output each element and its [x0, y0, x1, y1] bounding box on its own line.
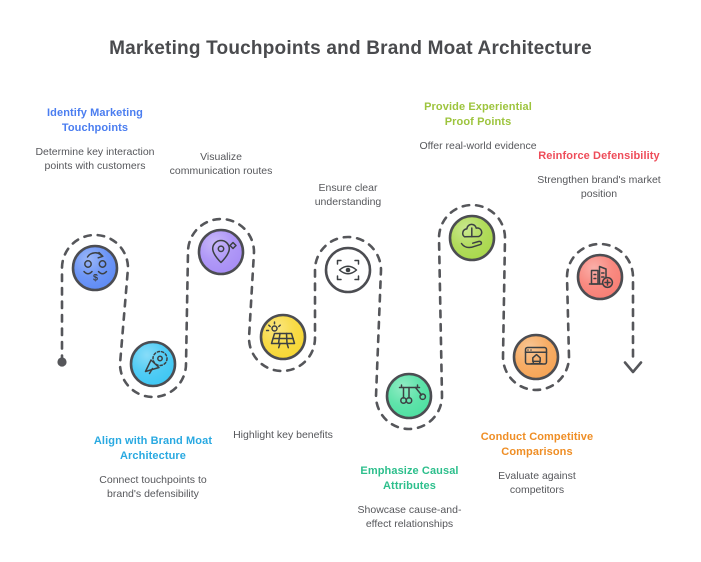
- step-text-visualize-routes: Visualize communication routes: [165, 150, 277, 179]
- step-text-proof-points: Provide Experiential Proof Points Offer …: [412, 100, 544, 153]
- node-align-brand-moat: [129, 340, 177, 388]
- step-text-highlight-benefits: Highlight key benefits: [227, 428, 339, 442]
- location-pin-icon: [211, 239, 237, 264]
- node-proof-points: [448, 214, 496, 262]
- step-text-ensure-understanding: Ensure clear understanding: [289, 181, 407, 210]
- node-reinforce-defensibility: [576, 253, 624, 301]
- step-text-reinforce-defensibility: Reinforce Defensibility Strengthen brand…: [536, 149, 662, 202]
- step-description: Visualize communication routes: [169, 151, 273, 178]
- step-text-emphasize-causal: Emphasize Causal Attributes Showcase cau…: [347, 464, 472, 532]
- node-visualize-routes: [197, 228, 245, 276]
- flow-path: [60, 203, 635, 431]
- browser-award-icon: [524, 346, 548, 365]
- step-text-identify-touchpoints: Identify Marketing Touchpoints Determine…: [30, 106, 160, 174]
- flow-end-arrow-icon: [623, 361, 643, 374]
- step-description: Showcase cause-and-effect relationships: [357, 503, 462, 531]
- node-identify-touchpoints: $: [71, 244, 119, 292]
- flow-start-dot: [57, 357, 67, 367]
- eye-scan-icon: [336, 259, 360, 281]
- step-description: Ensure clear understanding: [314, 182, 382, 209]
- step-description: Strengthen brand's market position: [537, 173, 661, 201]
- node-ensure-understanding: [324, 246, 372, 294]
- step-description: Highlight key benefits: [233, 429, 333, 441]
- node-emphasize-causal: [385, 372, 433, 420]
- solar-panel-icon: [265, 321, 296, 349]
- step-label: Conduct Competitive Comparisons: [480, 431, 594, 458]
- node-competitive-comparisons: [512, 333, 560, 381]
- step-label: Emphasize Causal Attributes: [360, 465, 459, 492]
- buildings-shield-icon: [588, 265, 614, 289]
- step-label: Align with Brand Moat Architecture: [93, 435, 213, 462]
- newtons-cradle-icon: [398, 384, 427, 404]
- svg-text:$: $: [93, 273, 98, 283]
- step-description: Offer real-world evidence: [419, 139, 537, 152]
- step-description: Determine key interaction points with cu…: [35, 145, 155, 173]
- step-description: Evaluate against competitors: [498, 469, 576, 497]
- step-description: Connect touchpoints to brand's defensibi…: [99, 473, 207, 501]
- step-label: Reinforce Defensibility: [538, 150, 660, 162]
- megaphone-gear-icon: [144, 350, 168, 375]
- step-text-competitive-comparisons: Conduct Competitive Comparisons Evaluate…: [474, 430, 600, 498]
- node-highlight-benefits: [259, 313, 307, 361]
- page-title: Marketing Touchpoints and Brand Moat Arc…: [109, 38, 592, 59]
- hand-brain-icon: [460, 223, 483, 249]
- step-text-align-brand-moat: Align with Brand Moat Architecture Conne…: [88, 434, 218, 502]
- customer-exchange-icon: $: [83, 251, 108, 283]
- step-label: Provide Experiential Proof Points: [424, 101, 532, 128]
- step-label: Identify Marketing Touchpoints: [47, 107, 143, 134]
